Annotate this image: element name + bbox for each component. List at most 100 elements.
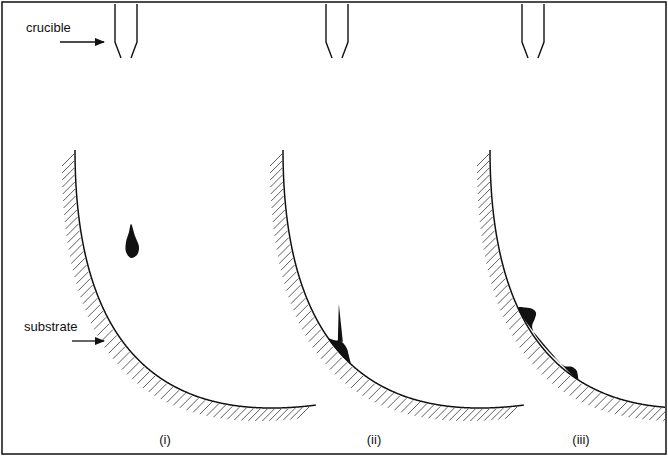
substrate-hatching <box>520 335 532 347</box>
substrate-hatching <box>656 409 665 421</box>
substrate-hatching <box>302 317 314 329</box>
substrate-hatching <box>528 347 540 359</box>
substrate-hatching <box>588 393 600 405</box>
substrate-hatching <box>335 362 347 374</box>
substrate-hatching <box>270 154 282 166</box>
substrate-hatching <box>62 154 74 166</box>
substrate-hatching <box>477 161 489 173</box>
substrate-hatching <box>537 357 549 369</box>
crucible-wall <box>115 4 121 58</box>
substrate-hatching <box>255 409 267 421</box>
substrate-hatching <box>88 305 100 317</box>
substrate-hatching <box>375 390 387 402</box>
panel <box>62 4 316 421</box>
substrate-hatching <box>299 311 311 323</box>
falling-droplet <box>125 224 139 258</box>
panel <box>270 4 524 421</box>
substrate-hatching <box>276 409 288 421</box>
substrate-hatching <box>272 203 284 215</box>
substrate-hatching <box>271 182 283 194</box>
substrate-hatching <box>65 210 77 222</box>
substrate-hatching <box>270 168 282 180</box>
substrate-hatching <box>109 341 121 353</box>
impacting-droplet <box>329 338 351 364</box>
substrate-hatching <box>547 367 559 379</box>
substrate-hatching <box>85 298 97 310</box>
substrate-hatching <box>582 390 594 402</box>
substrate-hatching <box>381 393 393 405</box>
substrate-hatching <box>345 372 357 384</box>
substrate-hatching <box>291 292 303 304</box>
substrate-hatching <box>558 376 570 388</box>
substrate-hatching <box>484 409 496 421</box>
substrate-hatching <box>500 298 512 310</box>
substrate-hatching <box>478 182 490 194</box>
substrate-hatching <box>127 362 139 374</box>
substrate-hatching <box>270 175 282 187</box>
substrate-hatching <box>63 182 75 194</box>
leader-arrow <box>60 41 104 42</box>
substrate-hatching <box>532 352 544 364</box>
substrate-hatching <box>503 305 515 317</box>
substrate-hatching <box>649 408 661 420</box>
substrate-hatching <box>143 376 155 388</box>
panel <box>477 4 665 421</box>
substrate-hatching <box>155 384 167 396</box>
substrate-hatching <box>269 409 281 421</box>
substrate-hatching <box>241 409 253 421</box>
substrate-hatching <box>479 196 491 208</box>
spreading-splat <box>518 307 578 380</box>
substrate-hatching <box>369 387 381 399</box>
substrate-hatching <box>97 324 109 336</box>
substrate-hatching <box>293 298 305 310</box>
substrate-hatching <box>283 408 295 420</box>
substrate-hatching <box>64 196 76 208</box>
substrate-hatching <box>498 292 510 304</box>
substrate-hatching <box>105 335 117 347</box>
substrate-hatching <box>663 409 665 421</box>
crucible-wall <box>326 4 332 58</box>
panel-number: (ii) <box>367 432 381 447</box>
substrate-hatching <box>296 305 308 317</box>
substrate-hatching <box>248 409 260 421</box>
substrate-hatching <box>642 407 654 419</box>
substrate-hatching <box>340 367 352 379</box>
substrate-hatching <box>113 347 125 359</box>
substrate-hatching <box>516 330 528 342</box>
crucible-wall <box>342 4 348 58</box>
substrate-hatching <box>167 390 179 402</box>
substrate-hatching <box>62 175 74 187</box>
substrate-hatching <box>477 175 489 187</box>
substrate-hatching <box>173 393 185 405</box>
substrate-hatching <box>477 409 489 421</box>
substrate-hatching <box>63 189 75 201</box>
substrate-hatching <box>117 352 129 364</box>
substrate-hatching <box>505 407 517 419</box>
substrate-hatching <box>270 161 282 173</box>
substrate-hatching <box>470 409 482 421</box>
substrate-hatching <box>564 380 576 392</box>
substrate-hatching <box>479 203 491 215</box>
substrate-hatching <box>272 196 284 208</box>
substrate-surface <box>283 150 524 408</box>
substrate-hatching <box>137 372 149 384</box>
substrate-hatching <box>64 203 76 215</box>
substrate-hatching <box>524 341 536 353</box>
substrate-hatching <box>357 380 369 392</box>
substrate-hatching <box>271 189 283 201</box>
substrate-hatching <box>317 341 329 353</box>
substrate-hatching <box>463 409 475 421</box>
leader-arrow <box>72 340 104 341</box>
substrate-hatching <box>478 189 490 201</box>
substrate-hatching <box>94 317 106 329</box>
substrate-hatching <box>149 380 161 392</box>
substrate-surface <box>75 150 316 408</box>
crucible-wall <box>522 4 528 58</box>
substrate-hatching <box>435 407 447 419</box>
substrate-hatching <box>442 408 454 420</box>
substrate-hatching <box>234 408 246 420</box>
panel-number: (i) <box>159 432 171 447</box>
substrate-hatching <box>351 376 363 388</box>
